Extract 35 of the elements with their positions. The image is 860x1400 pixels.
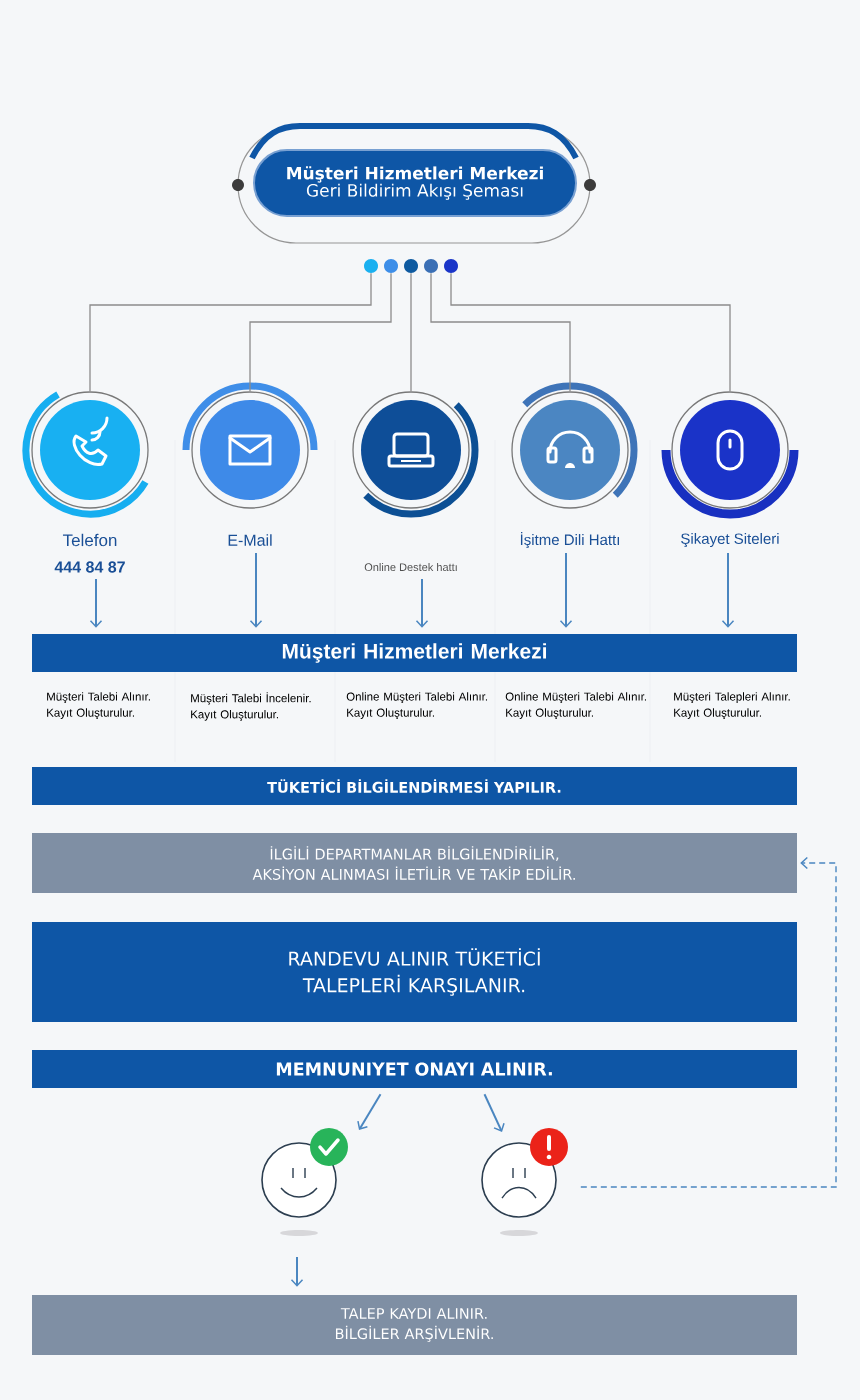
cell-text: Online Müşteri Talebi Alınır. Kayıt Oluşturulur. [346, 692, 488, 720]
connector-line [249, 272, 392, 392]
dot [364, 259, 378, 273]
process-band: RANDEVU ALINIR TÜKETİCİ TALEPLERİ KARŞILANIR. [32, 922, 797, 1022]
channel-label: Telefon [62, 533, 117, 547]
channel-label: 444 84 87 [54, 561, 125, 573]
connector-line [410, 272, 412, 392]
process-band: TALEP KAYDI ALINIR. BİLGİLER ARŞİVLENİR. [32, 1295, 797, 1355]
dot [444, 259, 458, 273]
channel-label: İşitme Dili Hattı [520, 531, 619, 549]
channel-label: Online Destek hattı [364, 562, 457, 572]
arrow [290, 1256, 304, 1287]
arrow [89, 578, 103, 628]
arrow [721, 552, 735, 628]
title-pill: Müşteri Hizmetleri Merkezi Geri Bildirim Akışı Şeması [232, 123, 596, 244]
arrow [357, 1093, 382, 1130]
connector-line [450, 272, 731, 392]
arrow [559, 552, 573, 628]
process-band: Müşteri Hizmetleri Merkezi [32, 634, 797, 672]
cell-text: Online Müşteri Talebi Alınır. Kayıt Oluşturulur. [505, 692, 647, 720]
channel-label: Şikayet Siteleri [681, 533, 779, 548]
dot [424, 259, 438, 273]
arrow [580, 856, 837, 1188]
cell-text: Müşteri Talebi İncelenir. Kayıt Oluşturulur. [191, 692, 311, 721]
cell-text: Müşteri Talepleri Alınır. Kayıt Oluşturulur. [674, 692, 790, 720]
connector-line [89, 272, 372, 392]
process-band: MEMNUNIYET ONAYI ALINIR. [32, 1050, 797, 1088]
arrow [415, 578, 429, 628]
arrow [483, 1093, 505, 1132]
channel-label: E-Mail [228, 534, 272, 546]
process-band: TÜKETİCİ BİLGİLENDİRMESİ YAPILIR. [32, 767, 797, 805]
connector-line [430, 272, 571, 392]
cell-text: Müşteri Talebi Alınır. Kayıt Oluşturulur. [47, 692, 150, 720]
arrow [249, 552, 263, 628]
process-band: İLGİLİ DEPARTMANLAR BİLGİLENDİRİLİR, AKSİYON ALINMASI İLETİLİR VE TAKİP EDİLİR. [32, 833, 797, 893]
